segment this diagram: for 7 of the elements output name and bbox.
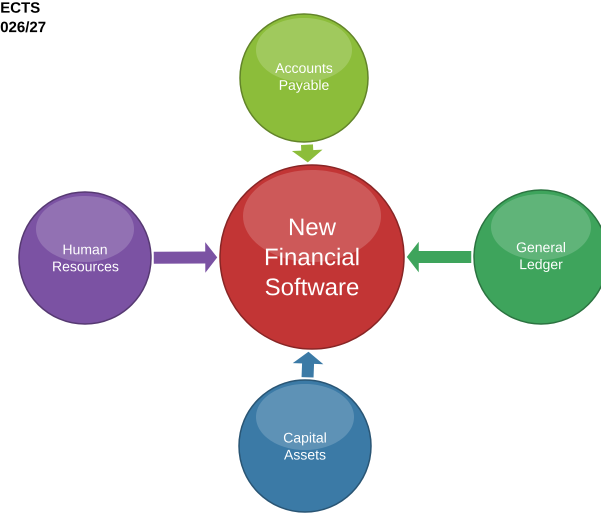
heading-text: ECTS	[1, 2, 40, 13]
circle-node: Human Resources	[18, 191, 152, 325]
circle-node: New Financial Software	[219, 164, 405, 350]
circle-node: Accounts Payable	[239, 13, 369, 143]
heading-text: 026/27	[0, 21, 46, 32]
circle-node: Capital Assets	[238, 379, 372, 513]
circle-node: General Ledger	[473, 189, 601, 325]
